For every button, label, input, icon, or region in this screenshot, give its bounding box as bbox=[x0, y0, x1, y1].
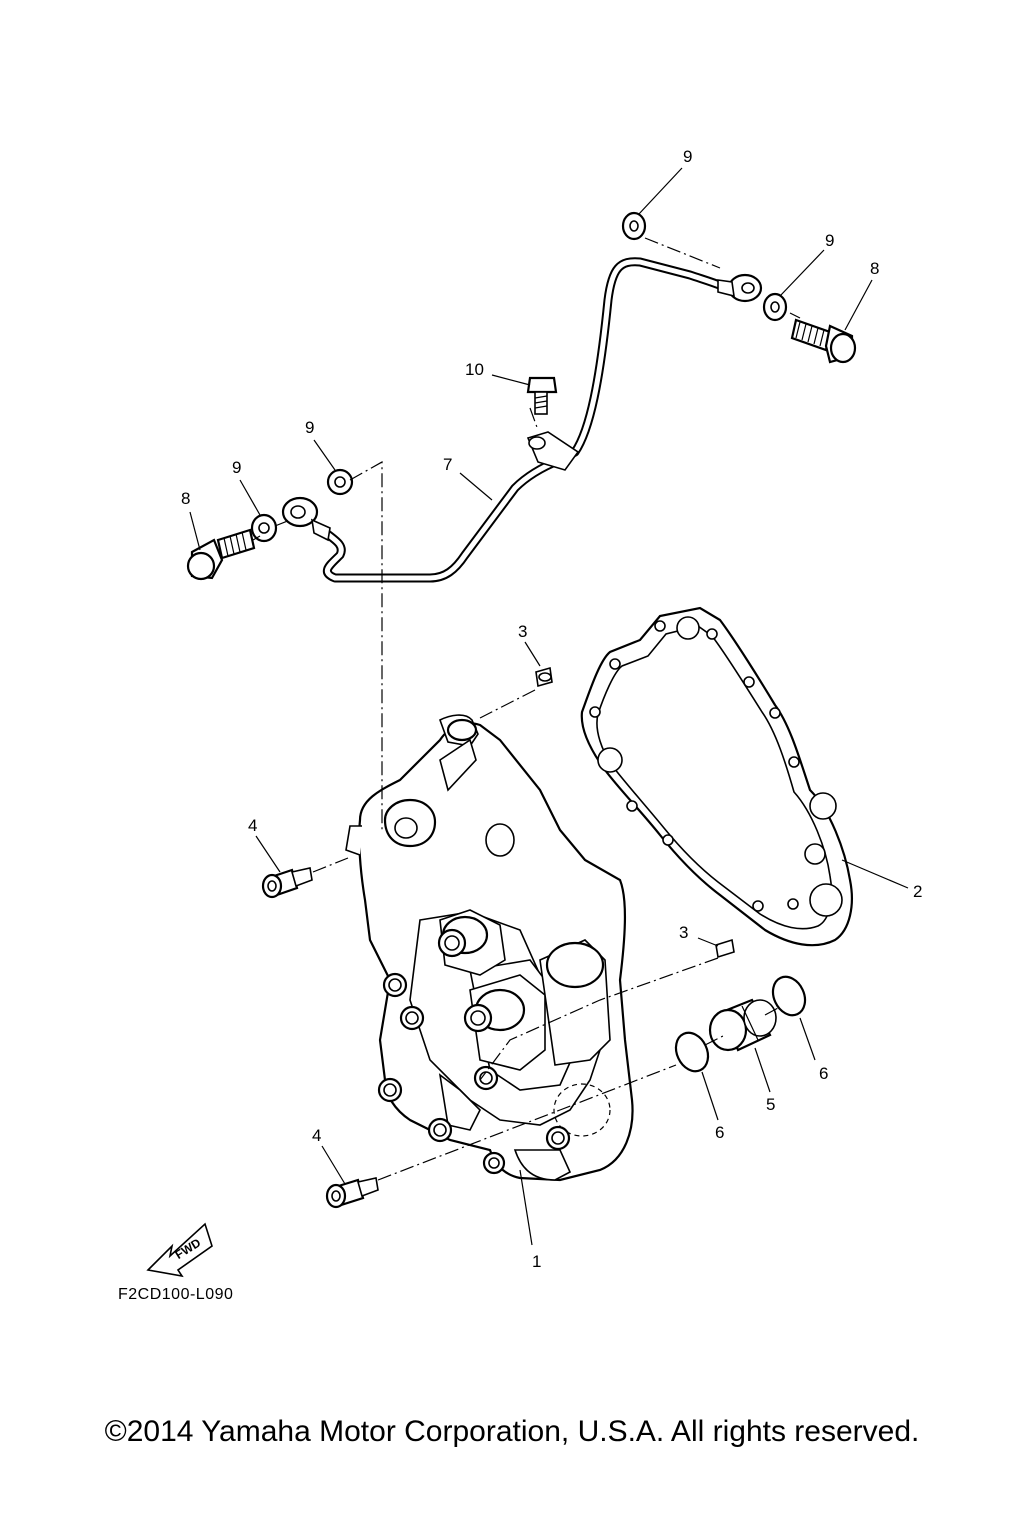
flange-bolt bbox=[526, 376, 558, 415]
callout-8: 8 bbox=[870, 259, 879, 278]
callout-3: 3 bbox=[518, 622, 527, 641]
callout-1: 1 bbox=[532, 1252, 541, 1271]
callout-9: 9 bbox=[825, 231, 834, 250]
union-bolt-left bbox=[186, 528, 256, 581]
screw-lower bbox=[325, 1177, 379, 1209]
crankcase-cover bbox=[345, 714, 634, 1182]
callout-9: 9 bbox=[683, 147, 692, 166]
copper-washer-group bbox=[250, 211, 788, 543]
o-ring-right bbox=[771, 975, 807, 1017]
callout-2: 2 bbox=[913, 882, 922, 901]
screw-upper bbox=[261, 867, 313, 899]
callout-8: 8 bbox=[181, 489, 190, 508]
plug bbox=[708, 998, 777, 1052]
callout-5: 5 bbox=[766, 1095, 775, 1114]
o-ring-left bbox=[674, 1031, 710, 1073]
copyright-notice: ©2014 Yamaha Motor Corporation, U.S.A. A… bbox=[104, 1415, 920, 1448]
callout-9: 9 bbox=[232, 458, 241, 477]
union-bolt-right bbox=[790, 318, 857, 364]
callout-labels: 9 9 8 10 9 9 7 8 3 4 2 3 6 5 6 4 1 bbox=[181, 147, 922, 1271]
dowel-pin-lower bbox=[715, 938, 735, 959]
callout-4: 4 bbox=[312, 1126, 321, 1145]
dowel-pin-upper bbox=[535, 666, 553, 688]
callout-9: 9 bbox=[305, 418, 314, 437]
callout-3: 3 bbox=[679, 923, 688, 942]
callout-10: 10 bbox=[465, 360, 484, 379]
leader-lines bbox=[189, 167, 909, 1246]
alignment-lines bbox=[252, 237, 801, 1181]
callout-6: 6 bbox=[715, 1123, 724, 1142]
callout-7: 7 bbox=[443, 455, 452, 474]
cover-gasket bbox=[580, 606, 853, 947]
oil-pipe bbox=[281, 257, 763, 583]
forward-arrow-icon: FWD bbox=[146, 1222, 213, 1278]
figure-code: F2CD100-L090 bbox=[118, 1286, 233, 1303]
cover-bolts bbox=[377, 928, 571, 1175]
callout-4: 4 bbox=[248, 816, 257, 835]
callout-6: 6 bbox=[819, 1064, 828, 1083]
